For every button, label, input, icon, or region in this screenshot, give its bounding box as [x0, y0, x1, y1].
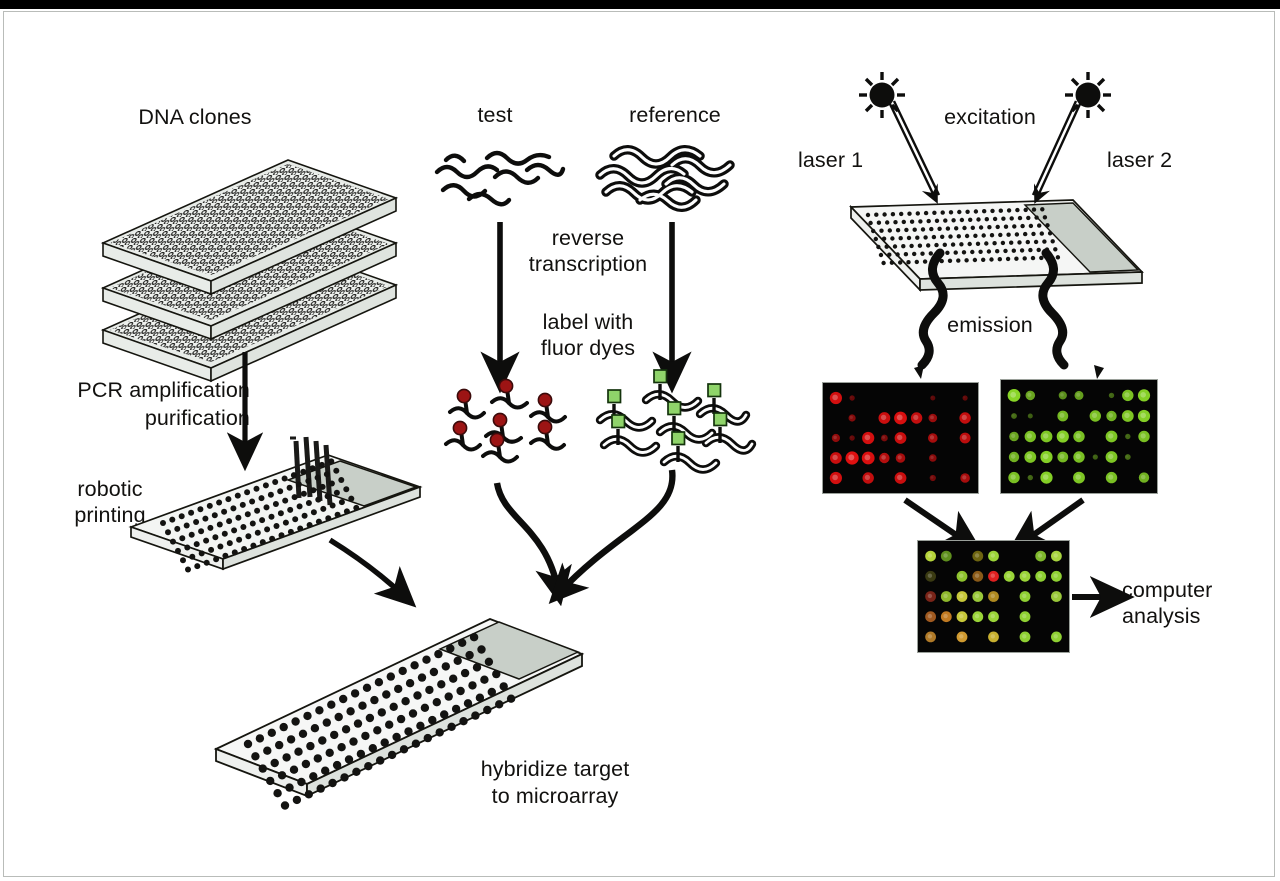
- test-labeled-cdna: [444, 378, 567, 464]
- label-test: test: [477, 103, 513, 127]
- reference-labeled-cdna: [595, 369, 757, 474]
- green-channel-scan-image: [1000, 379, 1158, 494]
- label-pcr-amplification: PCR amplification: [77, 378, 250, 402]
- printing-to-hybridization-arrow: [328, 537, 417, 608]
- label-computer-analysis-line1: computer: [1122, 578, 1213, 602]
- robotic-printing-slide: [128, 436, 423, 573]
- label-purification: purification: [144, 406, 250, 430]
- scanned-array-slide: [849, 199, 1144, 293]
- label-emission: emission: [947, 313, 1033, 337]
- label-excitation: excitation: [944, 105, 1036, 129]
- label-fluor-dyes-line1: label with: [542, 310, 634, 334]
- top-black-bar: [0, 0, 1280, 9]
- plate-top: [100, 159, 399, 296]
- label-reverse-transcription-line1: reverse: [551, 226, 625, 250]
- dna-clone-plate-stack: [100, 159, 399, 383]
- label-laser-2: laser 2: [1107, 148, 1173, 172]
- red-channel-scan-image: [822, 382, 979, 494]
- label-dna-clones: DNA clones: [138, 105, 252, 129]
- label-computer-analysis-line2: analysis: [1122, 604, 1201, 628]
- label-hybridize-line2: to microarray: [491, 784, 619, 808]
- merged-scan-image: [917, 540, 1070, 653]
- label-reference: reference: [629, 103, 721, 127]
- hybridized-microarray-slide: [213, 618, 585, 810]
- label-robotic-printing-line2: printing: [74, 503, 146, 527]
- label-hybridize-line1: hybridize target: [480, 757, 630, 781]
- emission-waves: [917, 248, 1069, 370]
- test-mrna-strands: [434, 150, 566, 207]
- laser-1-source: [859, 72, 905, 118]
- label-laser-1: laser 1: [798, 148, 864, 172]
- reverse-transcription-arrows: [480, 222, 692, 394]
- label-fluor-dyes-line2: fluor dyes: [540, 336, 636, 360]
- labeled-target-converging-arrows: [493, 469, 676, 607]
- label-robotic-printing-line1: robotic: [77, 477, 143, 501]
- emission-arrow-tips: [914, 365, 1104, 379]
- robotic-printed-spots: [160, 458, 360, 573]
- excitation-beams: [888, 100, 1082, 204]
- reference-mrna-highlights: [598, 148, 732, 209]
- channel-to-merge-arrows: [903, 497, 1085, 554]
- label-reverse-transcription-line2: transcription: [528, 252, 648, 276]
